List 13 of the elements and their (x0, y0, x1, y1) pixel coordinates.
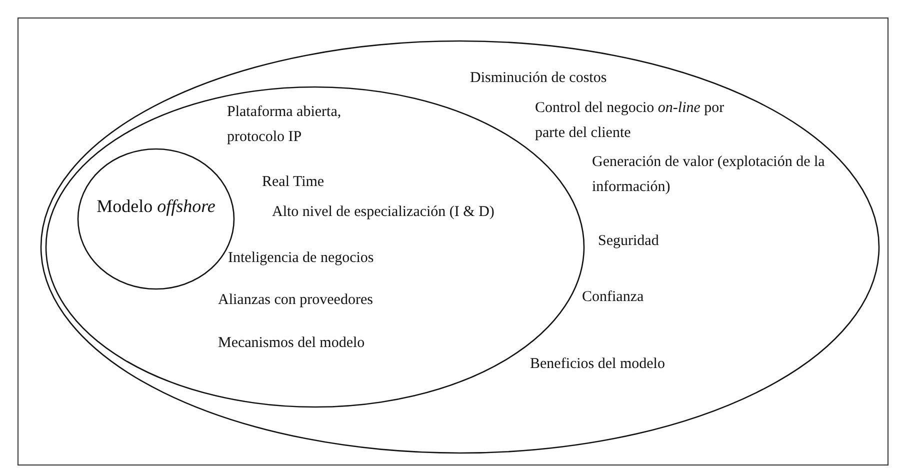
item-text: Alianzas con proveedores (218, 291, 373, 310)
item-text: Confianza (582, 288, 644, 307)
item-text: Alto nivel de especialización (I & D) (272, 203, 494, 222)
item-text: Inteligencia de negocios (228, 249, 374, 268)
item-text: Seguridad (598, 232, 659, 251)
item-text: Disminución de costos (470, 69, 607, 88)
item-text: Real Time (262, 173, 324, 192)
item-text: Beneficios del modelo (530, 355, 665, 374)
item-text: Plataforma abierta, protocolo IP (227, 103, 342, 147)
item-text: Mecanismos del modelo (218, 334, 365, 353)
item-text: Modelo offshore (96, 195, 216, 218)
item-text: Control del negocio on-line por parte del cliente (535, 99, 726, 143)
item-text: Generación de valor (explotación de la información) (592, 153, 826, 197)
